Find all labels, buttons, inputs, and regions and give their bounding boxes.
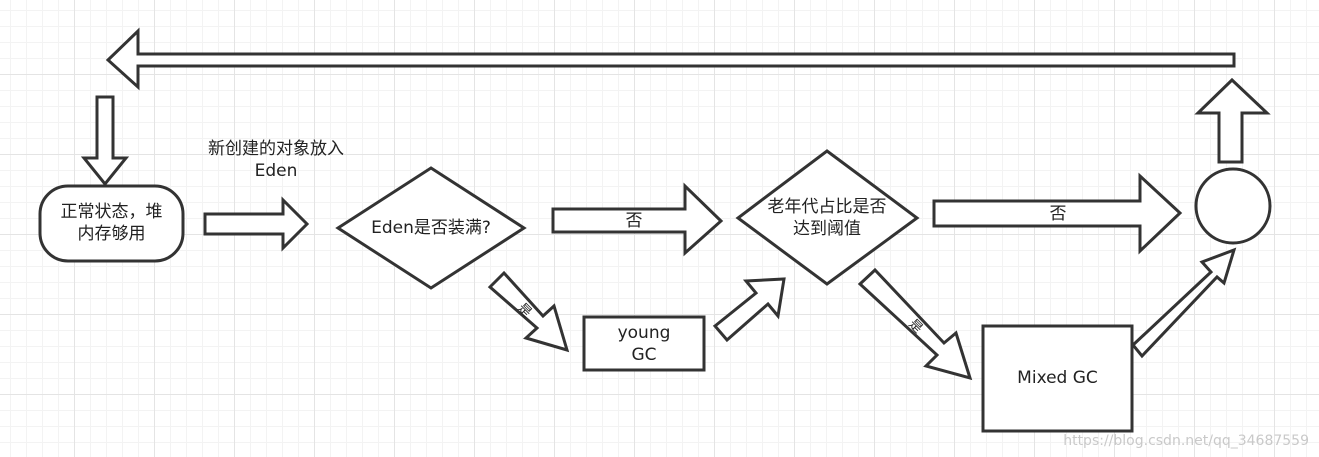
arrow-down-to-start (80, 95, 130, 187)
arrow-old-yes (857, 267, 973, 381)
arrow-start-to-eden (203, 196, 310, 252)
merge-circle-shape (1194, 167, 1272, 245)
arrow-young-to-old (712, 277, 786, 343)
eden-decision-shape (335, 166, 527, 290)
arrow-mixed-to-circle (1130, 247, 1237, 359)
old-decision-label: 老年代占比是否 达到阈值 (767, 197, 887, 239)
old-no-label: 否 (1049, 204, 1067, 224)
eden-no-label: 否 (625, 211, 643, 231)
young-gc-shape (582, 315, 706, 372)
new-object-label: 新创建的对象放入 Eden (208, 139, 344, 181)
eden-decision-label: Eden是否装满? (371, 218, 491, 238)
return-arrow-top (105, 27, 1236, 91)
arrow-old-no (932, 172, 1183, 255)
arrow-eden-yes (487, 270, 570, 353)
arrow-circle-up (1194, 77, 1271, 164)
start-node-shape (38, 184, 185, 263)
arrow-eden-no (551, 182, 724, 257)
start-node-label: 正常状态，堆 内存够用 (60, 202, 163, 244)
mixed-gc-shape (981, 324, 1134, 433)
young-gc-label: young GC (617, 323, 671, 365)
watermark: https://blog.csdn.net/qq_34687559 (1063, 433, 1309, 449)
old-decision-shape (735, 149, 920, 286)
mixed-gc-label: Mixed GC (1017, 368, 1098, 388)
